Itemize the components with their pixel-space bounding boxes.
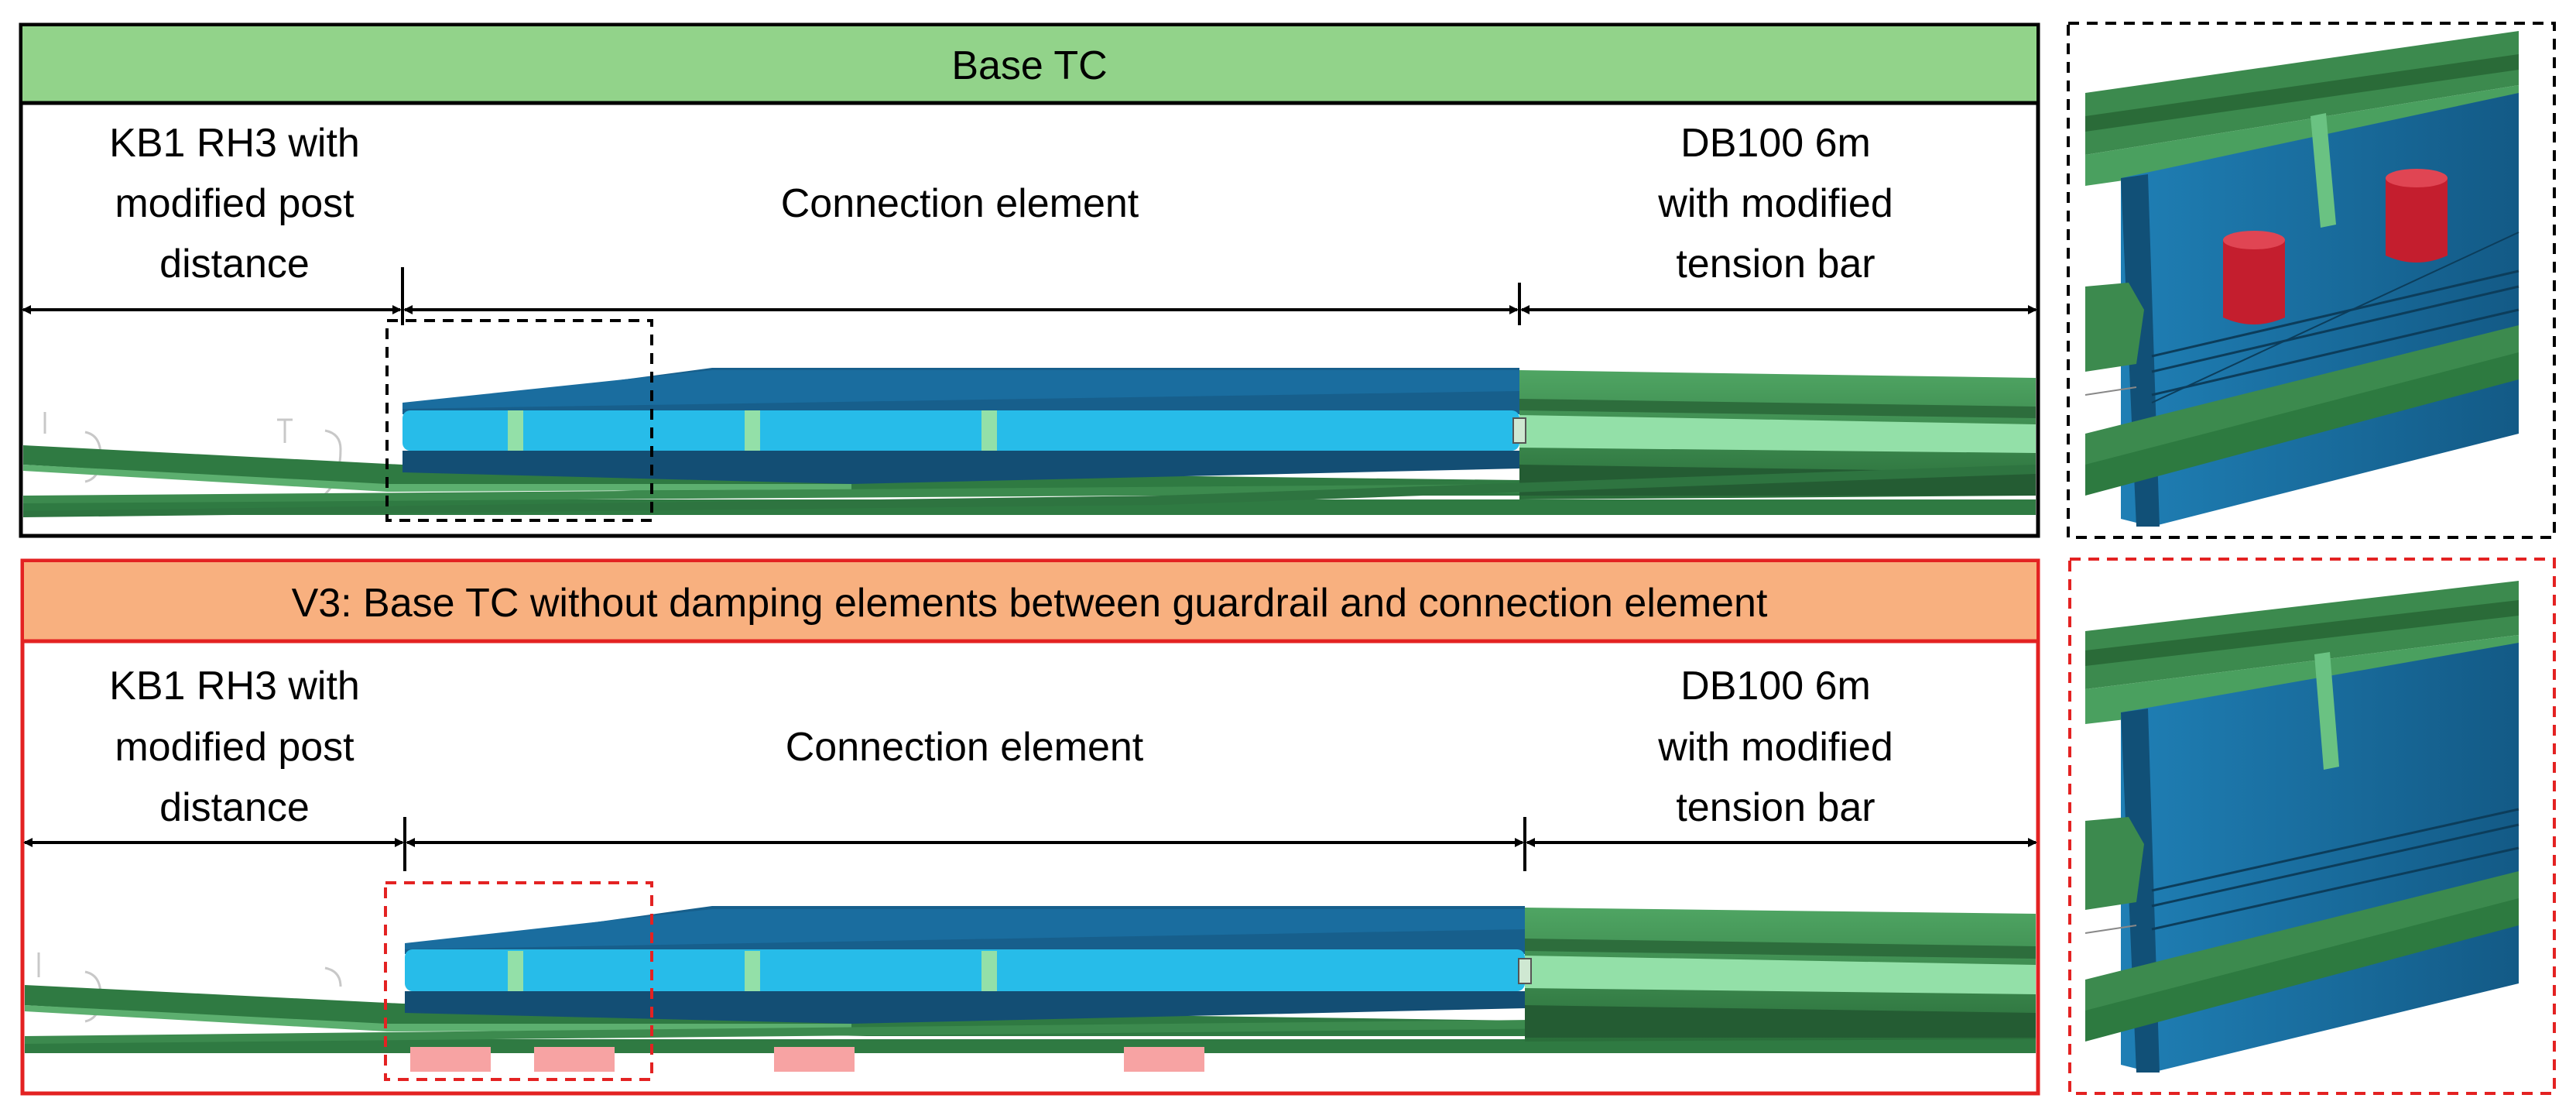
removed-damping-element: [1124, 1047, 1204, 1072]
damping-element: [2223, 231, 2285, 324]
center-label: Connection element: [786, 725, 1144, 770]
left-label-line2: modified post: [115, 725, 355, 770]
left-label-line3: distance: [159, 785, 310, 830]
dimension-lines: [23, 817, 2037, 871]
panel-bottom-header: [24, 562, 2036, 640]
structure-drawing: [25, 906, 2036, 1072]
left-label-line1: KB1 RH3 with: [109, 664, 360, 709]
removed-damping-element: [410, 1047, 491, 1072]
right-label-line2: with modified: [1657, 725, 1893, 770]
center-label: Connection element: [781, 181, 1139, 226]
detail-view-bottom: [2068, 558, 2556, 1095]
detail-view-top: [2067, 22, 2556, 539]
right-label-line3: tension bar: [1676, 785, 1875, 830]
panel-bottom-title: V3: Base TC without damping elements bet…: [292, 581, 1768, 626]
panel-top-title: Base TC: [951, 43, 1107, 88]
removed-damping-element: [774, 1047, 855, 1072]
right-label-line2: with modified: [1657, 181, 1893, 226]
panel-bottom: V3: Base TC without damping elements bet…: [20, 558, 2040, 1096]
left-label-line3: distance: [159, 242, 310, 287]
removed-damping-element: [534, 1047, 615, 1072]
right-label-line1: DB100 6m: [1680, 664, 1871, 709]
detail-callout-box: [384, 881, 653, 1081]
right-label-line1: DB100 6m: [1680, 121, 1871, 166]
panel-top-header: [22, 26, 2036, 102]
right-label-line3: tension bar: [1676, 242, 1875, 287]
left-label-line2: modified post: [115, 181, 355, 226]
left-label-line1: KB1 RH3 with: [109, 121, 360, 166]
structure-drawing: [23, 368, 2036, 517]
panel-top: Base TC KB1 RH3 with modified post dista…: [19, 22, 2040, 538]
dimension-lines: [22, 267, 2037, 325]
damping-element: [2386, 169, 2448, 263]
detail-callout-box: [385, 319, 653, 522]
